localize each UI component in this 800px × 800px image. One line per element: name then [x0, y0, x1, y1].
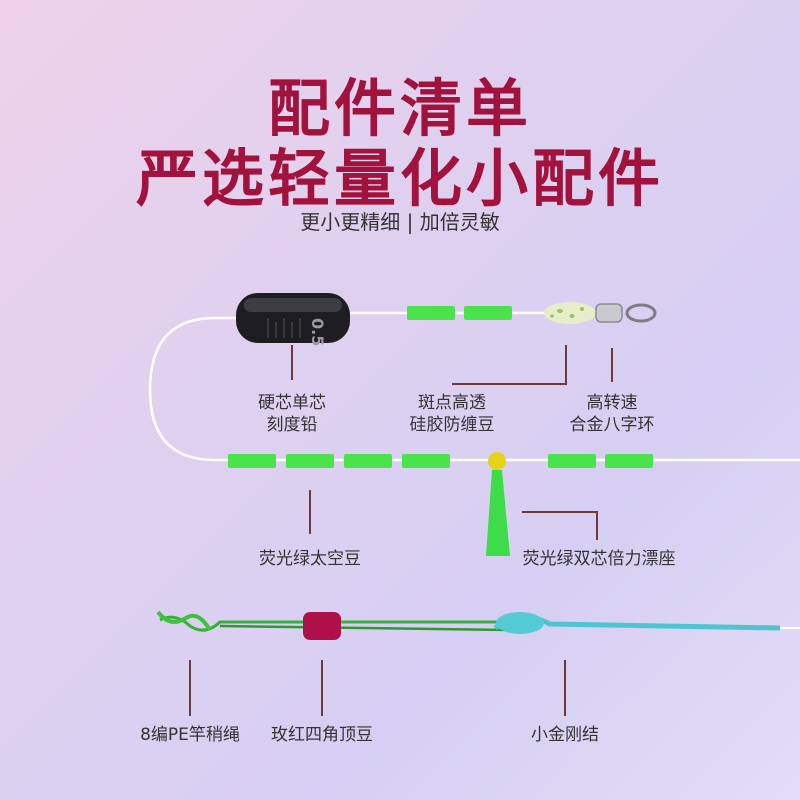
swivel: [595, 303, 657, 323]
label-sinker-line1: 硬芯单芯: [258, 393, 326, 413]
label-knot: 小金刚结: [531, 725, 599, 745]
label-bean-line1: 斑点高透: [418, 393, 486, 413]
space-bean: [402, 454, 450, 468]
space-bean: [344, 454, 392, 468]
pe-line: [156, 610, 511, 632]
page-title: 配件清单: [267, 72, 532, 145]
label-bean-line2: 硅胶防缠豆: [409, 415, 495, 435]
anti-tangle-bean: [544, 302, 596, 324]
page-title-secondary: 严选轻量化小配件: [135, 142, 664, 215]
pointer-float-seat: [522, 511, 598, 540]
knot: [493, 612, 781, 634]
page-subtitle: 更小更精细 | 加倍灵敏: [300, 210, 500, 234]
space-bean: [605, 454, 653, 468]
space-bean: [548, 454, 596, 468]
label-float-seat: 荧光绿双芯倍力漂座: [522, 549, 676, 569]
space-bean: [228, 454, 276, 468]
space-bean: [407, 306, 455, 320]
lead-sinker: 0.5: [236, 293, 350, 346]
float-seat: [486, 452, 510, 556]
space-bean: [286, 454, 334, 468]
label-sinker-line2: 刻度铅: [266, 415, 318, 435]
space-bean: [464, 306, 512, 320]
sinker-marking: 0.5: [308, 318, 327, 346]
pointer-bean: [452, 345, 567, 385]
label-swivel-line2: 合金八字环: [569, 415, 655, 435]
label-stopper: 玫红四角顶豆: [271, 725, 373, 745]
main-line: [148, 316, 800, 462]
label-sinker: 硬芯单芯 刻度铅: [252, 392, 332, 436]
label-swivel: 高转速 合金八字环: [562, 392, 662, 436]
label-space-beans: 荧光绿太空豆: [259, 549, 361, 569]
stopper-bead: [303, 612, 341, 640]
label-bean: 斑点高透 硅胶防缠豆: [400, 392, 504, 436]
label-pe-line: 8编PE竿稍绳: [140, 725, 240, 745]
label-swivel-line1: 高转速: [586, 393, 638, 413]
